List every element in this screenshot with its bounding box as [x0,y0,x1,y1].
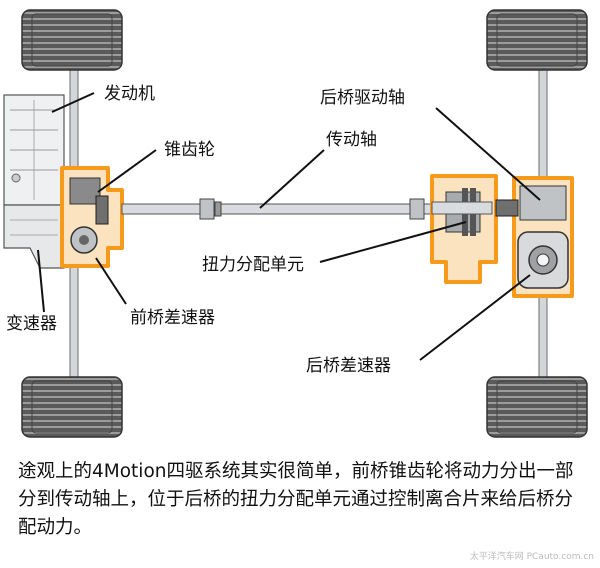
label-gearbox: 变速器 [6,314,57,334]
gearbox-block [3,204,65,269]
leader-bevel-gear [97,149,157,193]
label-engine: 发动机 [104,84,155,104]
label-front-diff: 前桥差速器 [130,308,215,328]
label-rear-diff: 后桥差速器 [306,356,391,376]
leader-drive-shaft [259,149,325,209]
label-bevel-gear: 锥齿轮 [164,140,215,160]
drive-shaft [121,198,433,220]
front-gear-assembly [60,166,124,268]
rear-right-wheel [486,376,588,438]
leader-rear-axle [435,107,541,201]
front-left-wheel [21,9,123,71]
front-right-wheel [21,376,123,438]
drivetrain-diagram [3,9,588,438]
leader-engine [51,92,95,113]
caption-text: 途观上的4Motion四驱系统其实很简单，前桥锥齿轮将动力分出一部分到传动轴上，… [18,461,574,538]
watermark: 太平洋汽车网 PCauto.com.cn [469,552,594,562]
leader-torque-unit [319,221,467,263]
leader-rear-diff [419,274,531,361]
rear-diff-assembly [495,176,574,298]
rear-left-wheel [486,9,588,71]
label-drive-shaft: 传动轴 [326,130,377,150]
engine-block [3,94,65,206]
leader-gearbox [37,249,45,313]
label-torque-unit: 扭力分配单元 [202,255,304,275]
label-rear-drive-axle: 后桥驱动轴 [320,88,405,108]
leader-front-diff [95,257,127,305]
